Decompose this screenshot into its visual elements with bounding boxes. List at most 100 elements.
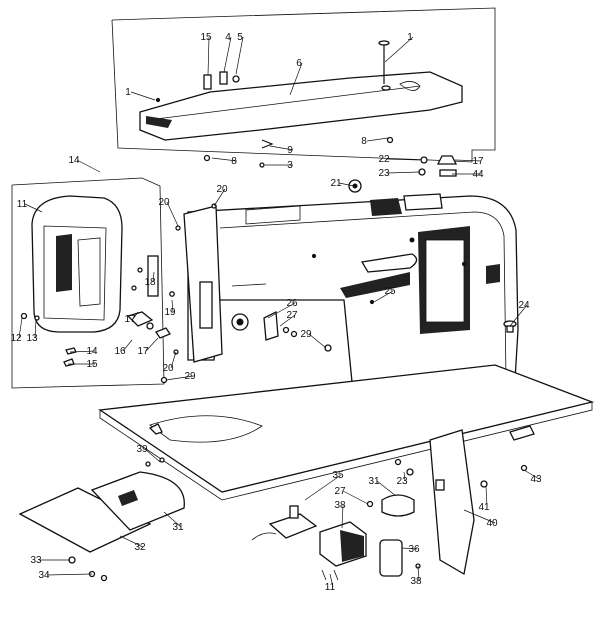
leader-c-25	[373, 290, 394, 303]
callout-c-18: 18	[144, 277, 156, 288]
callout-c-5: 5	[237, 32, 243, 43]
callout-c-33: 33	[30, 555, 42, 566]
callout-c-38-mid: 38	[334, 500, 346, 511]
leader-c-17-low	[145, 337, 159, 352]
callout-c-25: 25	[384, 286, 396, 297]
leader-c-13	[34, 319, 37, 339]
leader-c-43	[523, 469, 540, 480]
leader-c-17-top	[454, 159, 482, 162]
leader-c-8-b	[366, 137, 389, 142]
callout-c-11-low: 11	[325, 582, 336, 593]
callout-c-41: 41	[478, 502, 490, 513]
leader-c-35	[304, 474, 342, 501]
callout-c-35: 35	[332, 470, 344, 481]
leader-c-27-low	[342, 490, 369, 505]
callout-c-8-b: 8	[361, 136, 367, 147]
callout-c-17-top: 17	[472, 156, 484, 167]
leader-c-41	[485, 485, 488, 508]
callout-c-15-top: 15	[200, 32, 212, 43]
leader-c-14-low	[69, 350, 96, 353]
callout-c-3: 3	[287, 160, 293, 171]
callout-c-31-low: 31	[172, 522, 184, 533]
slide-plates	[18, 457, 185, 582]
leader-c-15-top	[207, 36, 210, 76]
leader-c-11-left	[24, 203, 43, 213]
leader-c-34	[46, 573, 93, 576]
callout-c-40: 40	[486, 518, 498, 529]
top-screw	[378, 40, 390, 84]
leader-c-26	[267, 302, 296, 319]
leader-c-5	[235, 36, 244, 75]
machine-bed	[98, 364, 595, 501]
callout-c-9: 9	[287, 145, 293, 156]
callout-c-31-top: 31	[368, 476, 380, 487]
callout-c-22: 22	[378, 154, 390, 165]
callout-c-1-top: 1	[407, 32, 413, 43]
callout-c-27-mid: 27	[286, 310, 298, 321]
leader-c-9	[269, 145, 294, 151]
leader-c-38-mid	[341, 504, 344, 529]
leader-c-21	[338, 182, 355, 187]
leader-c-38-low	[417, 565, 420, 582]
leader-c-6	[289, 62, 303, 96]
leader-c-27-mid	[279, 314, 296, 327]
callout-c-15-low: 15	[86, 359, 98, 370]
leader-c-36	[401, 547, 418, 550]
leader-c-32	[119, 535, 144, 548]
callout-c-27-low: 27	[334, 486, 346, 497]
leader-c-24	[509, 304, 528, 327]
top-small-parts	[155, 71, 394, 168]
callout-c-20-b: 20	[158, 197, 170, 208]
leader-c-1-left	[130, 91, 156, 101]
mounting-bracket	[429, 425, 535, 576]
leader-c-31-top	[376, 480, 397, 497]
callout-c-43: 43	[530, 474, 542, 485]
leader-c-14	[76, 159, 101, 173]
leader-c-20-a	[213, 188, 226, 207]
machine-head	[183, 193, 519, 401]
callout-c-26: 26	[286, 298, 298, 309]
leader-c-8-a	[211, 157, 238, 162]
leader-c-11-low	[329, 573, 334, 588]
callout-c-17-low: 17	[137, 346, 149, 357]
callout-c-13: 13	[26, 333, 38, 344]
faceplate-frame	[11, 177, 165, 389]
leader-c-22	[386, 158, 421, 161]
leader-c-23-low	[403, 471, 406, 482]
callout-c-11-left: 11	[17, 199, 28, 210]
callout-c-23-low: 23	[396, 476, 408, 487]
leader-c-40	[463, 509, 496, 524]
callout-c-29-mid: 29	[300, 329, 312, 340]
leader-c-17-mid	[132, 311, 139, 320]
leader-c-23-top	[386, 171, 421, 174]
callout-c-38-low: 38	[410, 576, 422, 587]
callout-c-21: 21	[330, 178, 342, 189]
top-cover-frame	[111, 7, 496, 163]
callout-c-23-top: 23	[378, 168, 390, 179]
leader-c-18	[152, 271, 155, 283]
leader-c-31-low	[163, 511, 182, 528]
leader-c-4	[223, 36, 232, 73]
callout-c-1-left: 1	[125, 87, 131, 98]
callout-c-29-low: 29	[184, 371, 196, 382]
callout-c-20-a: 20	[216, 184, 228, 195]
leader-c-29-low	[165, 375, 194, 381]
callout-c-12: 12	[10, 333, 22, 344]
callout-c-32: 32	[134, 542, 146, 553]
tension-small-parts	[348, 155, 458, 193]
callout-c-14-low: 14	[86, 346, 98, 357]
callout-c-20-c: 20	[162, 363, 174, 374]
callout-c-6: 6	[296, 58, 302, 69]
leader-c-1-top	[384, 36, 414, 63]
leader-c-20-c	[170, 351, 177, 369]
callout-leaders	[18, 36, 540, 588]
callout-c-36: 36	[408, 544, 420, 555]
callout-c-19: 19	[164, 307, 176, 318]
callout-c-8-a: 8	[231, 156, 237, 167]
callout-c-34: 34	[38, 570, 50, 581]
callout-c-14: 14	[68, 155, 80, 166]
callout-c-39: 39	[136, 444, 148, 455]
leader-c-19	[171, 299, 174, 313]
callout-c-17-mid: 17	[124, 314, 136, 325]
